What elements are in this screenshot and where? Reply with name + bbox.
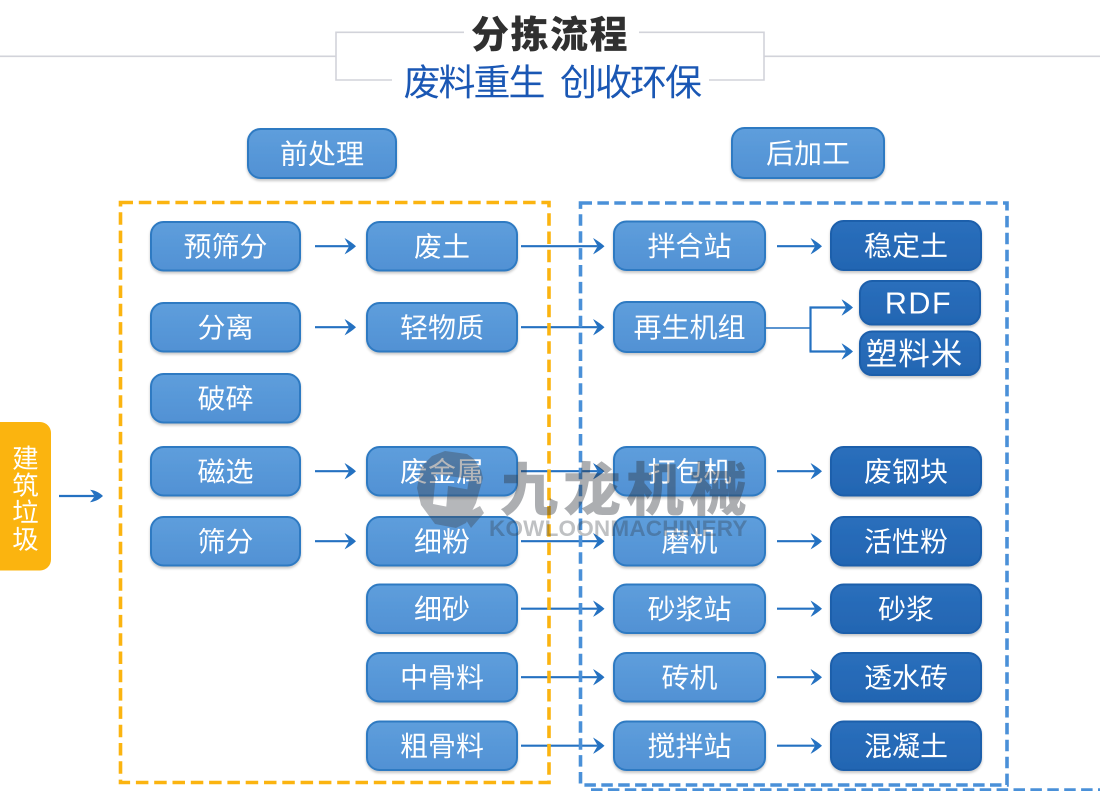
svg-text:KOWLOONMACHINERY: KOWLOONMACHINERY [489, 516, 748, 541]
svg-text:RDF: RDF [885, 287, 952, 321]
